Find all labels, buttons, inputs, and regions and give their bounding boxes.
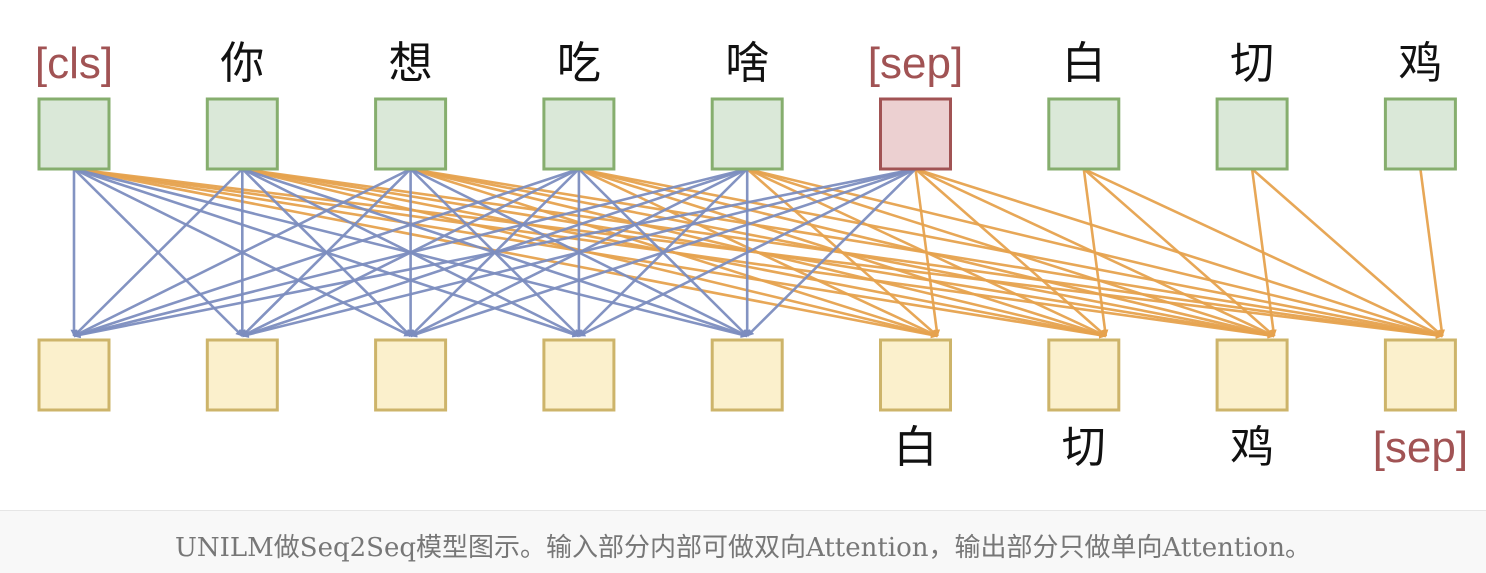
input-node-sep [879,97,952,171]
bidirectional-attention-edge [409,167,916,338]
output-node [710,338,784,412]
input-node [1383,97,1457,171]
output-node [1383,338,1457,412]
output-node [205,338,279,412]
unidirectional-attention-edge [1082,168,1275,337]
input-token-label: 啥 [725,38,769,89]
bidirectional-attention-edge [73,167,916,339]
unidirectional-attention-edge [914,168,941,337]
unidirectional-attention-edge [1419,168,1446,337]
output-node [542,338,616,412]
input-node [374,97,448,171]
input-node [542,97,616,171]
output-node [374,338,448,412]
unidirectional-attention-edge [578,167,939,338]
input-node [37,97,111,171]
output-node [1047,338,1121,412]
unidirectional-attention-edge [241,167,939,338]
output-node [1215,338,1289,412]
bidirectional-attention-edge [578,167,917,338]
token-nodes [37,97,1457,412]
unidirectional-attention-edge [1251,168,1444,337]
input-token-label: [sep] [868,39,963,88]
attention-diagram: [cls]你想吃啥[sep]白切鸡白切鸡[sep] [35,38,1468,473]
output-token-label: 白 [894,422,938,473]
bidirectional-attention-edge [746,168,917,337]
input-token-label: 切 [1230,38,1274,89]
output-node [879,338,952,412]
unidirectional-attention-edge [1082,168,1109,337]
input-node [205,97,279,171]
input-token-label: [cls] [35,39,113,88]
output-node [37,338,111,412]
unidirectional-attention-edge [73,167,939,339]
output-token-label: 鸡 [1230,422,1274,473]
output-token-label: 切 [1062,422,1106,473]
bidirectional-attention-edge [73,167,748,338]
caption-bar: UNILM做Seq2Seq模型图示。输入部分内部可做双向Attention，输出… [0,510,1486,573]
bidirectional-attention-edge [241,167,916,338]
attention-edges [70,167,1446,339]
figure-caption: UNILM做Seq2Seq模型图示。输入部分内部可做双向Attention，输出… [174,533,1312,563]
input-token-label: 吃 [557,38,601,89]
unidirectional-attention-edge [1250,168,1277,337]
input-token-label: 你 [220,38,264,89]
unidirectional-attention-edge [914,168,1107,337]
input-token-label: 想 [389,38,433,89]
bidirectional-attention-edge [73,167,580,338]
bidirectional-attention-edge [73,168,244,337]
input-node [710,97,784,171]
attention-diagram-svg: [cls]你想吃啥[sep]白切鸡白切鸡[sep] [35,38,1468,473]
input-token-label: 白 [1062,38,1106,89]
output-token-label: [sep] [1373,423,1468,472]
token-labels: [cls]你想吃啥[sep]白切鸡白切鸡[sep] [35,38,1468,473]
input-node [1047,97,1121,171]
bidirectional-attention-edge [73,167,412,338]
input-token-label: 鸡 [1398,38,1442,89]
input-node [1215,97,1289,171]
